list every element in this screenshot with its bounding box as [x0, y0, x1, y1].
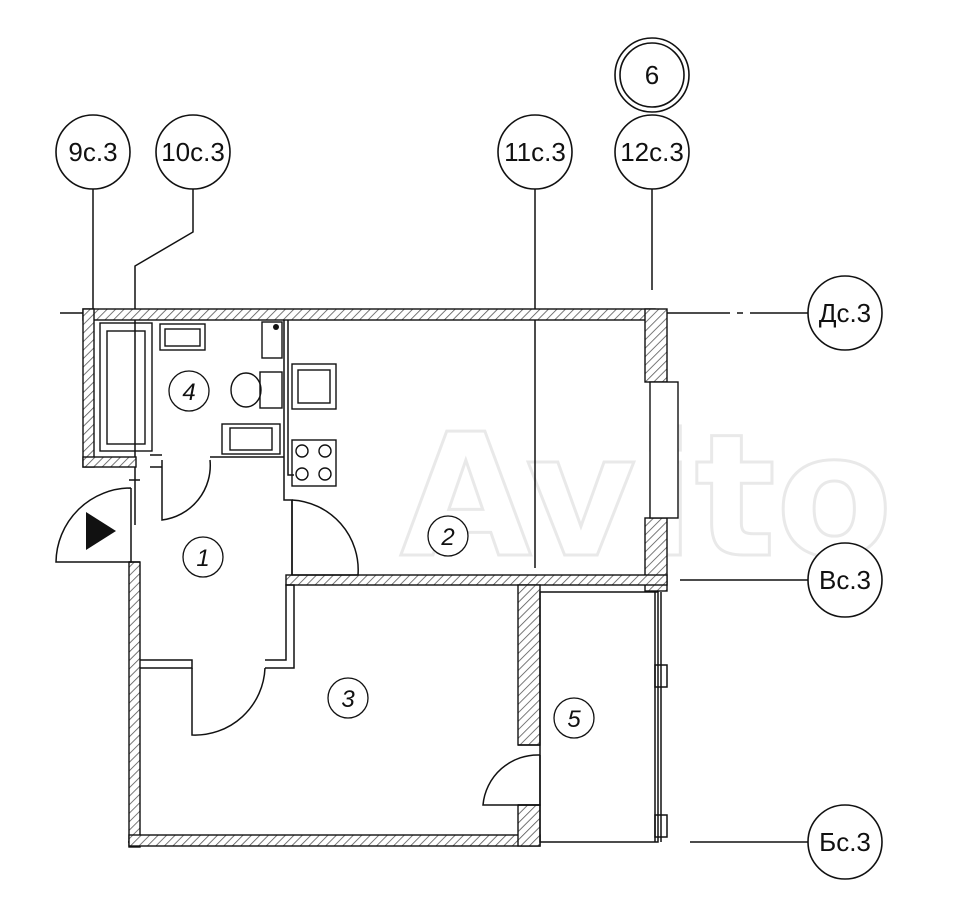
room-number-4: 4: [182, 379, 195, 406]
axis-label-11: 11с.3: [504, 137, 566, 167]
toilet-bowl: [230, 372, 262, 408]
axis-bubble-D: [807, 275, 883, 351]
doors: [55, 459, 541, 806]
top-marker-label: 6: [645, 60, 659, 90]
burner-2: [318, 444, 332, 458]
room-number-5: 5: [567, 706, 581, 733]
kitchen-sink-inner: [297, 369, 331, 404]
wall-mid-horizontal: [285, 574, 668, 586]
axis-bubble-11: [497, 114, 573, 190]
room-bubble-3: [327, 677, 369, 719]
wall-left-bath: [82, 308, 95, 468]
wall-loggia-upper: [517, 584, 541, 746]
loggia-door: [482, 754, 541, 806]
washer: [221, 423, 281, 455]
axis-line-10: [134, 188, 194, 525]
wall-bath-bottom: [82, 456, 137, 468]
wall-right-upper: [644, 308, 668, 383]
axis-bubble-12: [614, 114, 690, 190]
bath-sink-inner: [164, 328, 201, 347]
burner-3: [295, 467, 309, 481]
fixtures: [99, 321, 337, 487]
top-marker-inner: [619, 42, 685, 108]
wall-left-lower: [128, 561, 141, 848]
room-bubble-4: [168, 370, 210, 412]
room-number-2: 2: [440, 524, 454, 551]
riser: [261, 321, 283, 359]
axis-label-D: Дс.3: [819, 298, 871, 328]
axis-bubble-9: [55, 114, 131, 190]
burner-4: [318, 467, 332, 481]
entrance-arrow-icon: [86, 512, 116, 550]
room-bubble-2: [427, 515, 469, 557]
loggia: [539, 591, 668, 843]
toilet-tank: [259, 371, 283, 409]
wall-top: [82, 308, 656, 321]
axis-label-V: Вс.3: [819, 565, 871, 595]
burner-1: [295, 444, 309, 458]
bathroom-door: [161, 459, 212, 521]
axis-label-9: 9с.3: [68, 137, 117, 167]
axis-bubble-B: [807, 804, 883, 880]
axis-bubble-V: [807, 542, 883, 618]
room-bubble-5: [553, 697, 595, 739]
window-right: [649, 381, 679, 519]
washer-inner: [229, 427, 273, 451]
wall-bottom: [128, 834, 541, 847]
entrance-door: [55, 487, 132, 563]
axis-label-12: 12с.3: [620, 137, 684, 167]
room-number-3: 3: [341, 686, 355, 713]
stove: [291, 439, 337, 487]
kitchen-sink: [291, 363, 337, 410]
axis-bubble-10: [155, 114, 231, 190]
bathtub-inner: [106, 330, 146, 445]
room-number-1: 1: [196, 545, 209, 572]
room-bubble-1: [182, 536, 224, 578]
riser-dot: [273, 324, 279, 330]
bath-sink: [159, 323, 206, 351]
kitchen-door: [291, 499, 359, 576]
walls: [82, 308, 679, 848]
bathtub: [99, 322, 153, 452]
axis-label-10: 10с.3: [161, 137, 225, 167]
wall-loggia-lower: [517, 804, 541, 847]
axis-label-B: Бс.3: [819, 827, 871, 857]
room3-door: [191, 667, 266, 736]
